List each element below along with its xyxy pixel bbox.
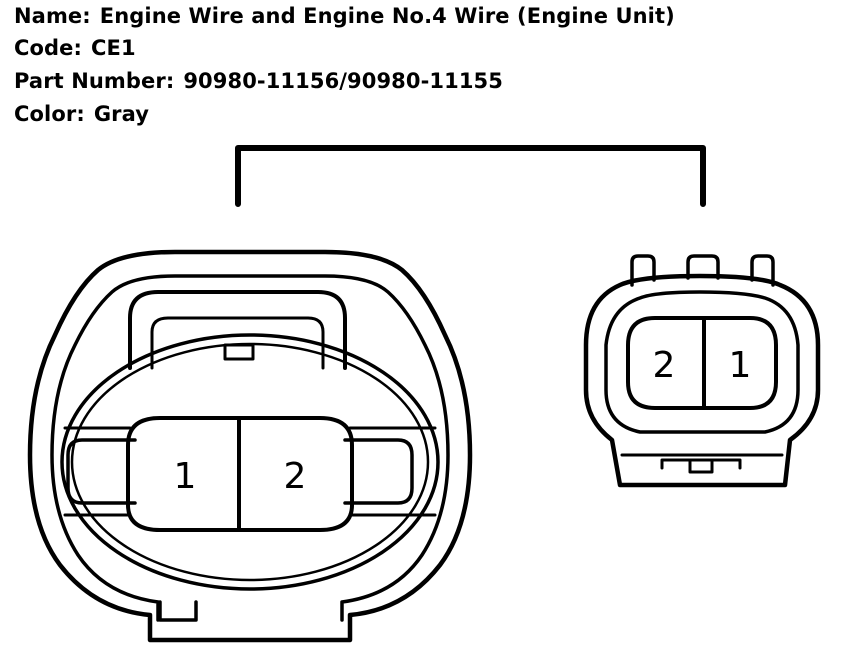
code-line: Code: CE1 [14,36,136,60]
name-line: Name: Engine Wire and Engine No.4 Wire (E… [14,4,675,28]
large-connector-inner-shell [50,274,450,622]
color-line: Color: Gray [14,102,149,126]
color-value: Gray [93,102,150,126]
small-connector-tab-center [686,254,720,280]
small-connector-tab-left [630,254,656,287]
large-connector-latch-left [66,438,137,505]
small-connector-outer-body [583,273,821,488]
small-connector-inner-body [604,290,800,434]
small-connector-pin-1: 1 [729,345,752,386]
small-connector-pin-2: 2 [653,345,676,386]
large-connector-lock-arch [128,290,347,370]
large-connector-latch-right [343,438,414,505]
name-value: Engine Wire and Engine No.4 Wire (Engine… [99,4,675,28]
large-connector-cavity [60,333,440,591]
code-value: CE1 [91,36,136,60]
large-connector-pin-housing [126,416,354,532]
large-connector-pin-1: 1 [174,456,197,497]
large-connector-cavity-rim [70,342,430,582]
large-connector-key-tab [158,600,198,622]
color-label: Color: [14,102,85,126]
large-connector-lock-notch [223,343,255,361]
part-number-value: 90980-11156/90980-11155 [183,69,503,93]
connection-bracket [235,145,706,207]
large-connector: 1 2 [27,249,473,643]
part-number-line: Part Number: 90980-11156/90980-11155 [14,69,503,93]
small-connector-tab-right [750,254,775,287]
small-connector-pin-housing [626,316,778,410]
large-connector-lock-arch-inner [150,316,325,370]
large-connector-pin-2: 2 [284,456,307,497]
large-connector-outer-shell [27,249,473,643]
small-connector: 2 1 [583,254,821,488]
name-label: Name: [14,4,91,28]
code-label: Code: [14,36,83,60]
small-connector-bottom-key [660,458,742,474]
part-number-label: Part Number: [14,69,175,93]
